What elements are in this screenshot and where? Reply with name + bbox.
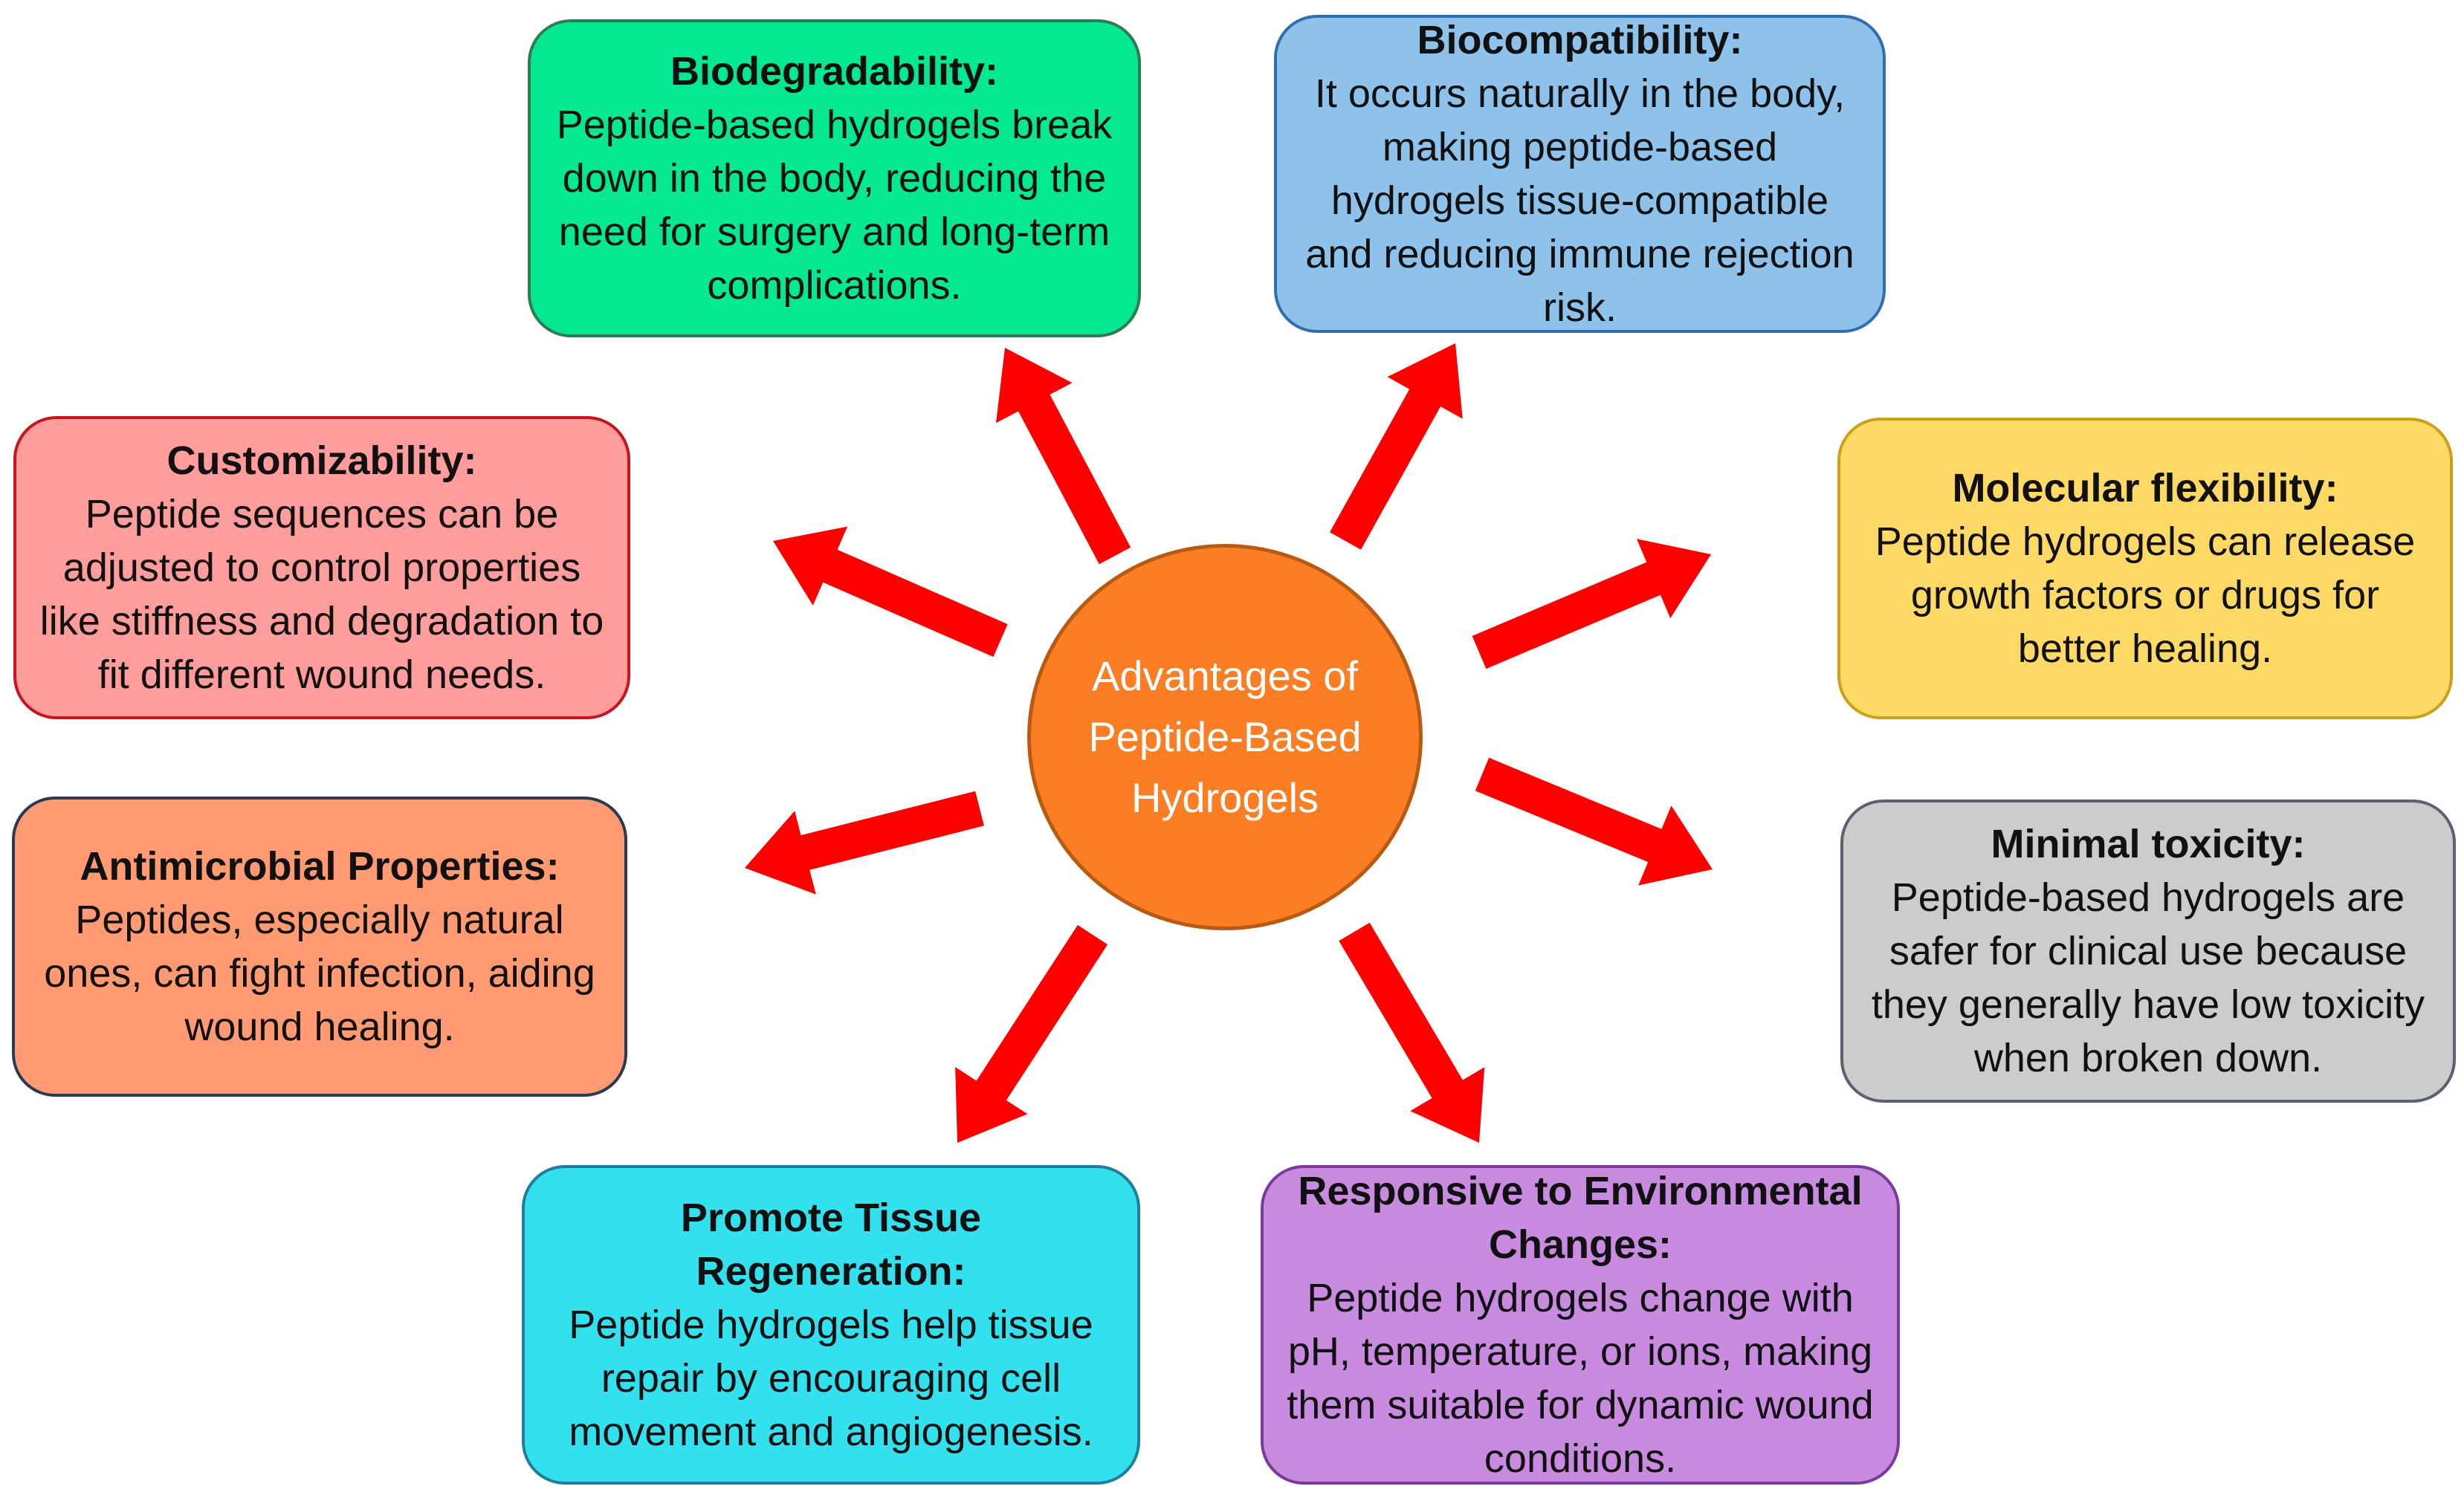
box-body: Peptide sequences can be adjusted to con… — [39, 492, 604, 697]
arrow-to-molecular-flexibility — [1472, 539, 1711, 669]
box-title: Minimal toxicity: — [1991, 822, 2306, 866]
arrow-to-biodegradability — [996, 348, 1131, 565]
box-body: It occurs naturally in the body, making … — [1305, 71, 1855, 330]
box-title: Biocompatibility: — [1417, 18, 1743, 62]
arrow-to-responsive — [1339, 922, 1485, 1143]
arrow-to-customizability — [773, 526, 1008, 657]
promote-tissue-regeneration-box: Promote Tissue Regeneration: Peptide hyd… — [522, 1165, 1140, 1485]
box-title: Customizability: — [166, 438, 477, 483]
box-body: Peptide-based hydrogels are safer for cl… — [1871, 875, 2425, 1080]
center-title: Advantages of Peptide-Based Hydrogels — [1088, 652, 1362, 821]
responsive-to-environmental-changes-box: Responsive to Environmental Changes: Pep… — [1261, 1165, 1900, 1485]
biocompatibility-box: Biocompatibility: It occurs naturally in… — [1274, 15, 1886, 333]
box-title: Molecular flexibility: — [1952, 466, 2338, 510]
box-body: Peptide-based hydrogels break down in th… — [556, 103, 1113, 308]
box-title: Antimicrobial Properties: — [80, 844, 560, 889]
antimicrobial-properties-box: Antimicrobial Properties: Peptides, espe… — [12, 797, 627, 1097]
arrow-to-tissue-regeneration — [955, 924, 1108, 1143]
arrow-to-antimicrobial — [745, 791, 984, 895]
box-title: Promote Tissue Regeneration: — [680, 1196, 982, 1294]
box-body: Peptide hydrogels can release growth fac… — [1875, 519, 2416, 671]
arrow-to-biocompatibility — [1330, 343, 1463, 550]
minimal-toxicity-box: Minimal toxicity: Peptide-based hydrogel… — [1840, 800, 2456, 1103]
customizability-box: Customizability: Peptide sequences can b… — [13, 416, 630, 719]
arrow-to-minimal-toxicity — [1475, 757, 1713, 886]
box-title: Responsive to Environmental Changes: — [1298, 1169, 1863, 1267]
center-circle: Advantages of Peptide-Based Hydrogels — [1027, 544, 1423, 930]
biodegradability-box: Biodegradability: Peptide-based hydrogel… — [528, 19, 1141, 337]
box-body: Peptide hydrogels help tissue repair by … — [569, 1303, 1093, 1454]
box-body: Peptide hydrogels change with pH, temper… — [1287, 1276, 1874, 1481]
box-body: Peptides, especially natural ones, can f… — [44, 898, 595, 1049]
molecular-flexibility-box: Molecular flexibility: Peptide hydrogels… — [1837, 418, 2453, 719]
box-title: Biodegradability: — [670, 49, 999, 94]
